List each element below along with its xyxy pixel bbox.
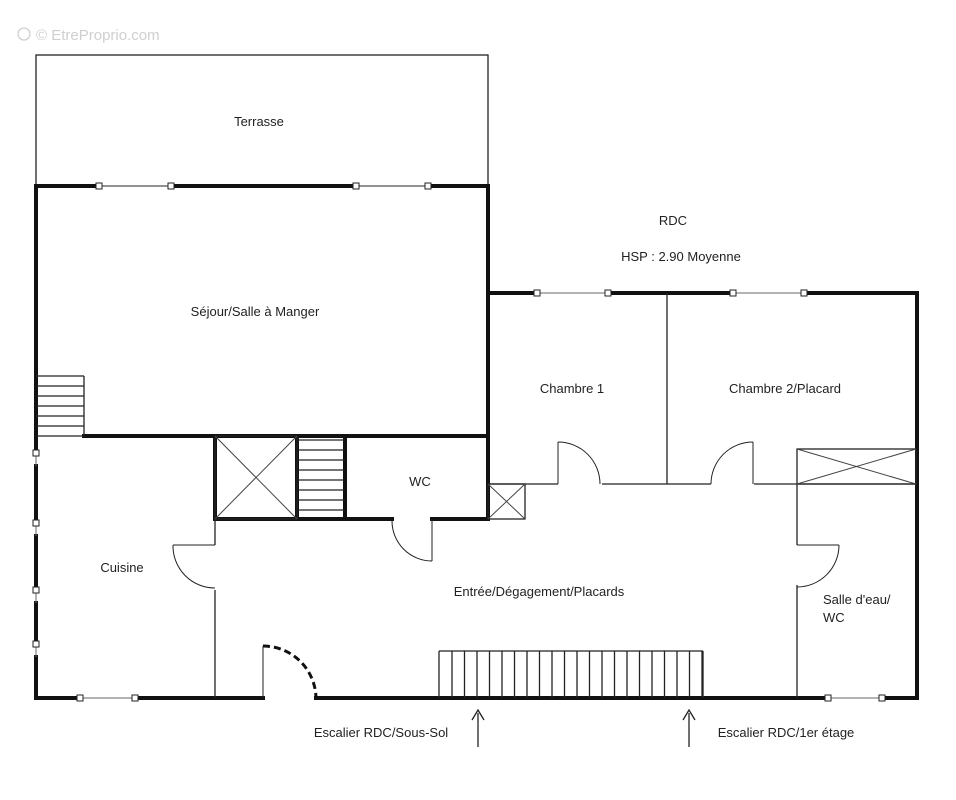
kitchen-label: Cuisine (100, 560, 143, 575)
bedroom2-label: Chambre 2/Placard (729, 381, 841, 396)
shower-room-label-line1: Salle d'eau/ (823, 592, 891, 607)
watermark: © EtreProprio.com (17, 27, 160, 44)
level-title: RDC (659, 213, 687, 228)
ceiling-height-label: HSP : 2.90 Moyenne (621, 249, 741, 264)
wc-label: WC (409, 474, 431, 489)
windows (32, 182, 886, 702)
staircase-treads (438, 650, 704, 698)
stairs-up-arrow-icon (682, 708, 696, 747)
living-room-steps (36, 375, 85, 437)
storage-boxes (214, 435, 917, 520)
main-walls (34, 184, 919, 700)
shower-room-label-line2: WC (823, 610, 845, 625)
bedroom1-label: Chambre 1 (540, 381, 604, 396)
living-room-label: Séjour/Salle à Manger (191, 304, 320, 319)
hall-steps (297, 439, 345, 511)
stairs-up-label: Escalier RDC/1er étage (718, 725, 855, 740)
terrace-label: Terrasse (234, 114, 284, 129)
stairs-down-label: Escalier RDC/Sous-Sol (314, 725, 448, 740)
interior-partitions (214, 293, 917, 698)
hall-label: Entrée/Dégagement/Placards (454, 584, 625, 599)
stairs-down-arrow-icon (471, 708, 485, 747)
doors (172, 441, 840, 699)
watermark-text: © EtreProprio.com (36, 27, 160, 44)
